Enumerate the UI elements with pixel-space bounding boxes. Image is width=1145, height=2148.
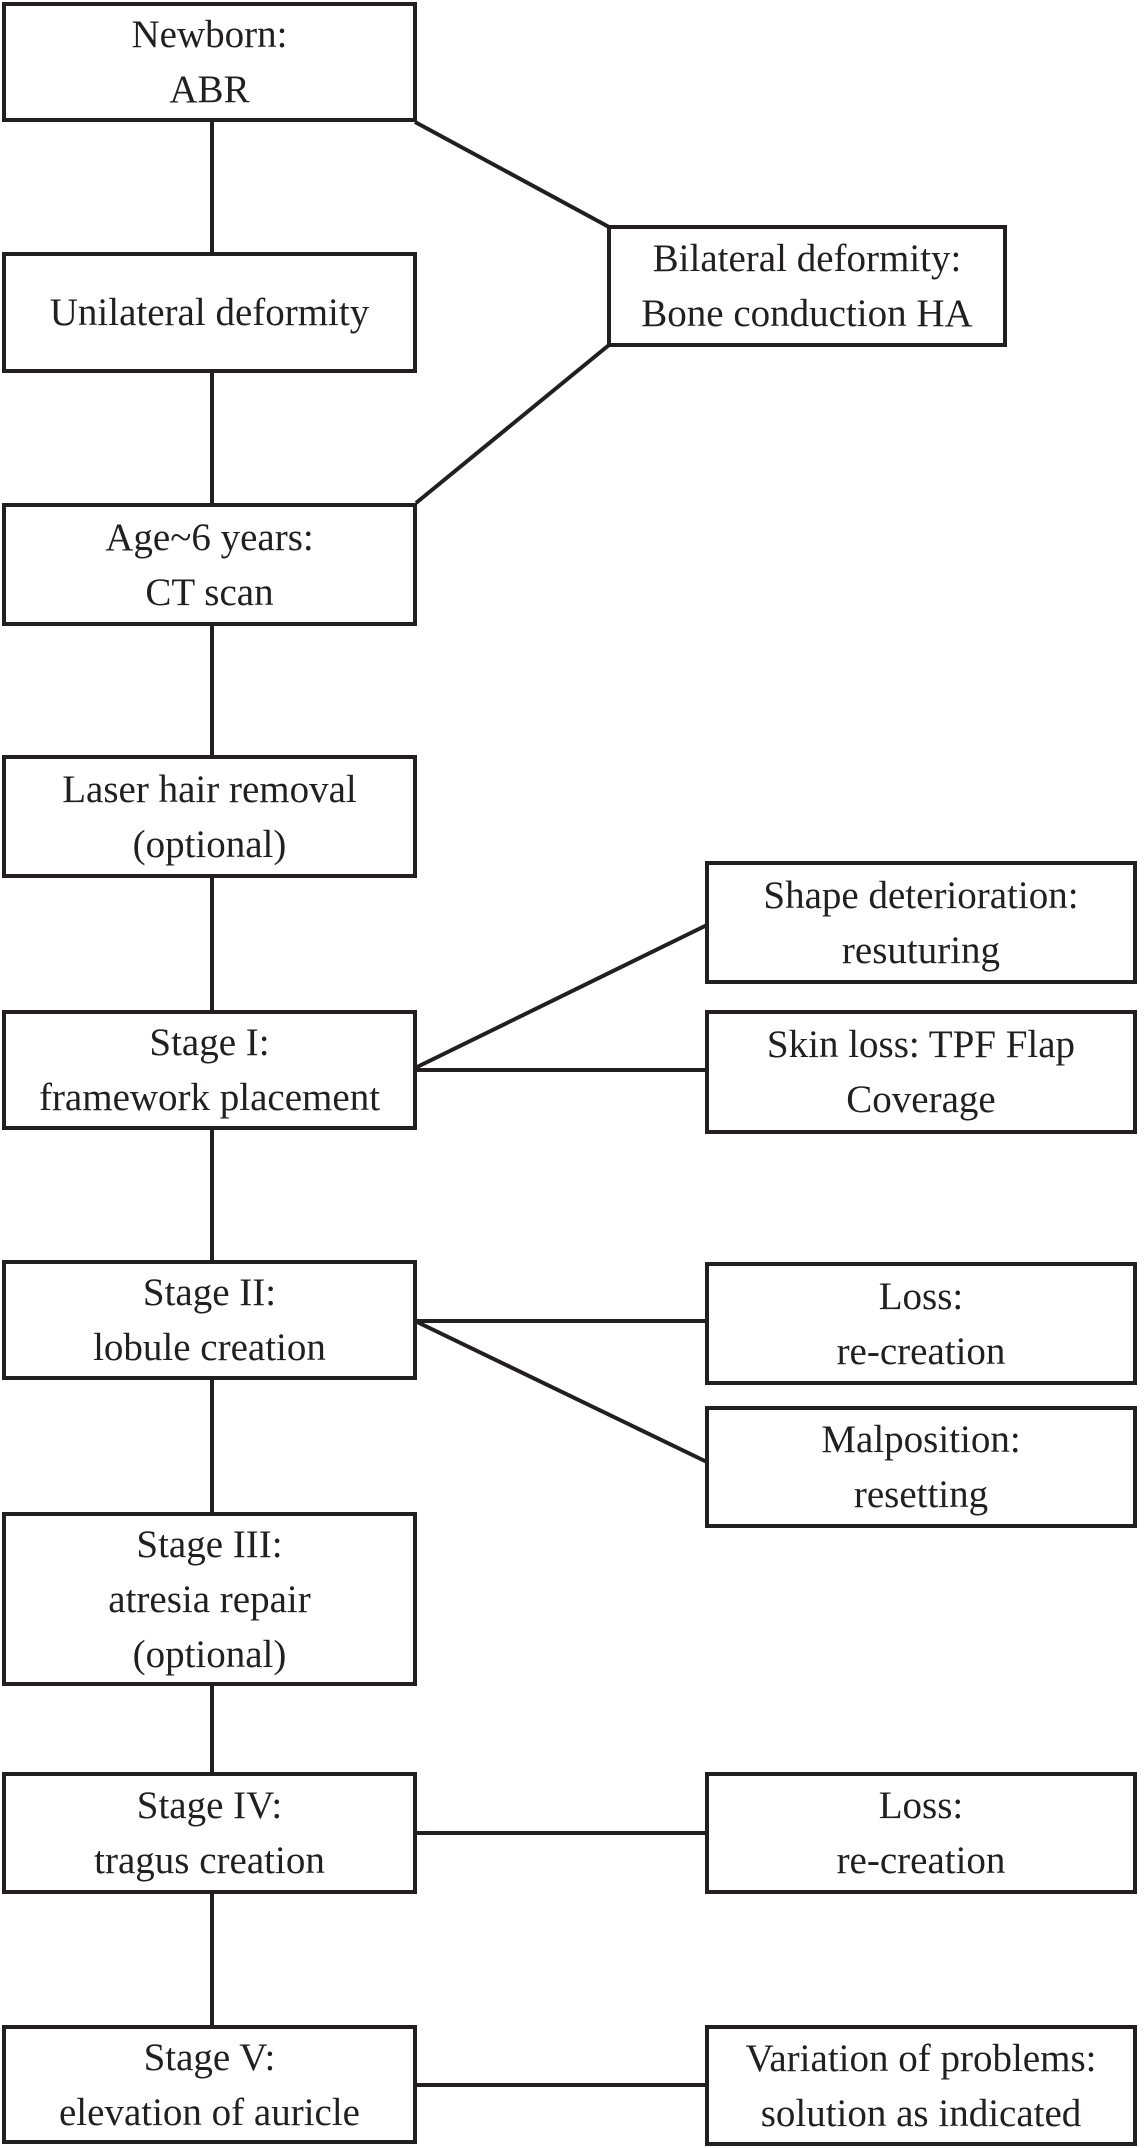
node-loss2-line2: re-creation (836, 1839, 1006, 1882)
connector-stage1-shape (414, 923, 708, 1070)
node-age-line2: CT scan (145, 570, 274, 614)
node-skin-loss-tpf-flap: Skin loss: TPF Flap Coverage (705, 1010, 1137, 1134)
node-skin-line1: Skin loss: TPF Flap (766, 1023, 1076, 1066)
node-skin-line2: Coverage (846, 1078, 996, 1121)
node-stage1-line2: framework placement (38, 1076, 381, 1119)
node-variation-line1: Variation of problems: (745, 2036, 1097, 2080)
node-newborn-abr: Newborn: ABR (2, 2, 417, 122)
node-stage3-line3: (optional) (132, 1632, 287, 1676)
connector-stage2-malposition (414, 1319, 708, 1464)
node-newborn-line1: Newborn: (131, 13, 288, 56)
node-stage3-line2: atresia repair (108, 1577, 311, 1621)
node-loss2-line1: Loss: (878, 1784, 964, 1827)
node-newborn-line2: ABR (169, 68, 250, 111)
node-age-line1: Age~6 years: (105, 515, 314, 559)
node-stage2-line2: lobule creation (93, 1326, 326, 1369)
node-laser-line1: Laser hair removal (62, 767, 357, 811)
node-unilateral-line1: Unilateral deformity (49, 291, 370, 334)
node-stage5-line1: Stage V: (143, 2035, 276, 2079)
node-bilateral-line2: Bone conduction HA (641, 292, 973, 335)
node-stage3-line1: Stage III: (136, 1522, 283, 1566)
node-variation-line2: solution as indicated (760, 2091, 1082, 2135)
node-loss1-line1: Loss: (878, 1274, 964, 1318)
node-stage4-line2: tragus creation (94, 1839, 325, 1882)
connector-bilateral-age (414, 343, 611, 505)
node-stage2-line1: Stage II: (142, 1271, 277, 1314)
node-stage4-line1: Stage IV: (136, 1784, 283, 1827)
connector-newborn-bilateral (414, 120, 610, 229)
node-age-ct-scan: Age~6 years: CT scan (2, 503, 417, 626)
node-unilateral-deformity: Unilateral deformity (2, 252, 417, 373)
node-laser-line2: (optional) (132, 822, 287, 866)
node-shape-line2: resuturing (841, 928, 1001, 972)
node-stage4-tragus-creation: Stage IV: tragus creation (2, 1772, 417, 1894)
node-malposition-line2: resetting (853, 1473, 989, 1516)
node-stage5-line2: elevation of auricle (58, 2090, 360, 2134)
node-malposition-resetting: Malposition: resetting (705, 1406, 1137, 1528)
node-loss-recreation-stage2: Loss: re-creation (705, 1262, 1137, 1385)
node-stage3-atresia-repair: Stage III: atresia repair (optional) (2, 1512, 417, 1686)
node-stage1-framework-placement: Stage I: framework placement (2, 1010, 417, 1130)
node-variation-of-problems: Variation of problems: solution as indic… (705, 2025, 1137, 2146)
node-loss1-line2: re-creation (836, 1329, 1006, 1373)
node-shape-line1: Shape deterioration: (763, 873, 1079, 917)
node-bilateral-deformity: Bilateral deformity: Bone conduction HA (607, 225, 1007, 347)
node-malposition-line1: Malposition: (821, 1418, 1021, 1461)
node-loss-recreation-stage4: Loss: re-creation (705, 1772, 1137, 1894)
node-stage5-elevation-of-auricle: Stage V: elevation of auricle (2, 2025, 417, 2144)
node-bilateral-line1: Bilateral deformity: (652, 237, 962, 280)
node-stage2-lobule-creation: Stage II: lobule creation (2, 1260, 417, 1380)
node-shape-deterioration: Shape deterioration: resuturing (705, 861, 1137, 984)
node-laser-hair-removal: Laser hair removal (optional) (2, 755, 417, 878)
node-stage1-line1: Stage I: (149, 1021, 270, 1064)
